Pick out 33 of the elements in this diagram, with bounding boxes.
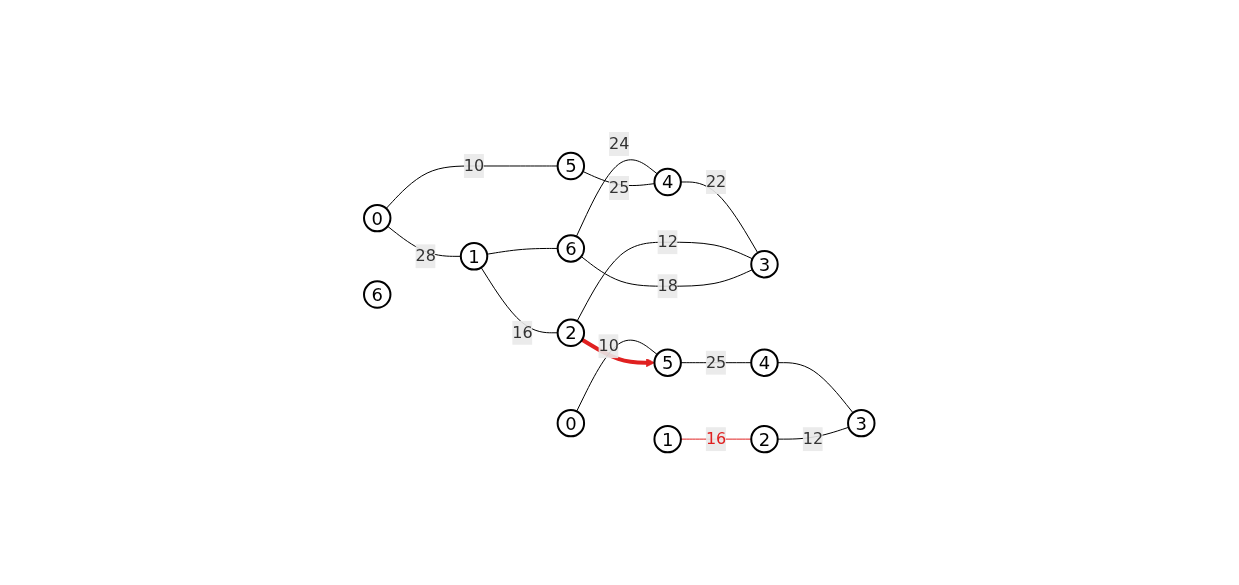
node-circle: 0 <box>363 204 392 233</box>
connector <box>576 339 658 412</box>
node-circle: 6 <box>363 280 392 309</box>
edge-label: 22 <box>706 172 727 192</box>
edge-label: 18 <box>657 276 679 296</box>
edge-label: 16 <box>706 429 727 449</box>
node-circle: 5 <box>556 151 586 181</box>
node-circle: 2 <box>556 318 586 348</box>
node-circle: 4 <box>750 348 779 378</box>
edge-label: 25 <box>706 352 727 372</box>
connector <box>387 226 462 257</box>
edge-label: 16 <box>512 322 533 342</box>
connector <box>777 362 854 414</box>
node-circle: 0 <box>556 409 586 438</box>
edge-label: 12 <box>657 232 679 252</box>
node-circle: 3 <box>750 250 779 279</box>
node-circle: 4 <box>653 167 683 197</box>
node-circle: 1 <box>460 242 489 271</box>
arrow <box>581 338 656 368</box>
edge-label: 10 <box>464 156 485 176</box>
edge-label: 24 <box>609 134 630 154</box>
edge-label: 25 <box>609 178 630 198</box>
node-circle: 1 <box>653 425 683 454</box>
connector <box>777 426 850 440</box>
edge-label: 28 <box>415 246 437 266</box>
connector <box>581 256 754 287</box>
node-circle: 2 <box>750 425 779 454</box>
node-circle: 5 <box>653 348 683 378</box>
node-circle: 6 <box>556 234 586 263</box>
connector <box>576 241 754 322</box>
edge-label: 12 <box>802 429 824 449</box>
node-circle: 3 <box>847 409 876 438</box>
edge-label: 10 <box>598 336 620 356</box>
